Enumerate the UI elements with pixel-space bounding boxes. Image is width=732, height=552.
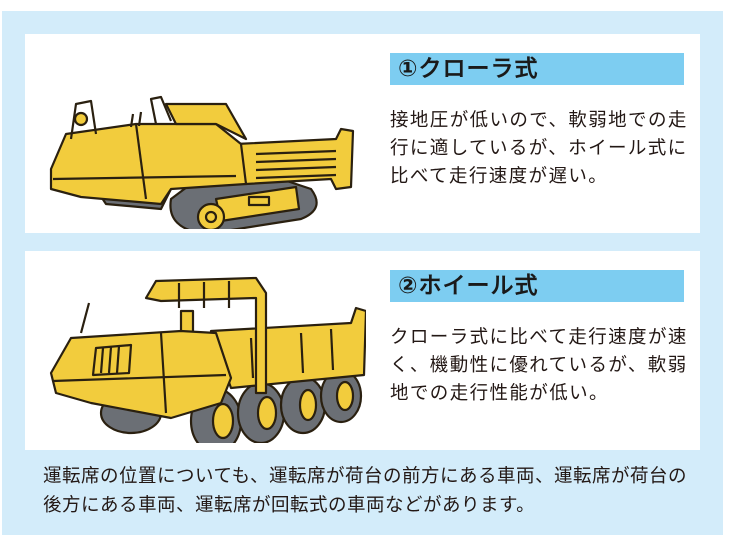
crawler-dump-carrier-illustration — [49, 95, 355, 229]
wheeled-type-card: ②ホイール式 クローラ式に比べて走行速度が速く、機動性に優れているが、軟弱地での… — [25, 251, 700, 450]
info-panel: ①クローラ式 接地圧が低いので、軟弱地での走行に適しているが、ホイール式に比べて… — [2, 11, 723, 535]
wheeled-type-description: クローラ式に比べて走行速度が速く、機動性に優れているが、軟弱地での走行性能が低い… — [390, 327, 688, 404]
crawler-type-description: 接地圧が低いので、軟弱地での走行に適しているが、ホイール式に比べて走行速度が遅い… — [390, 110, 688, 187]
wheeled-dump-carrier-illustration — [49, 276, 366, 443]
wheeled-type-heading: ②ホイール式 — [390, 270, 684, 302]
crawler-type-card: ①クローラ式 接地圧が低いので、軟弱地での走行に適しているが、ホイール式に比べて… — [25, 34, 700, 233]
crawler-type-heading: ①クローラ式 — [390, 53, 684, 85]
driver-seat-note: 運転席の位置についても、運転席が荷台の前方にある車両、運転席が荷台の後方にある車… — [43, 466, 687, 516]
